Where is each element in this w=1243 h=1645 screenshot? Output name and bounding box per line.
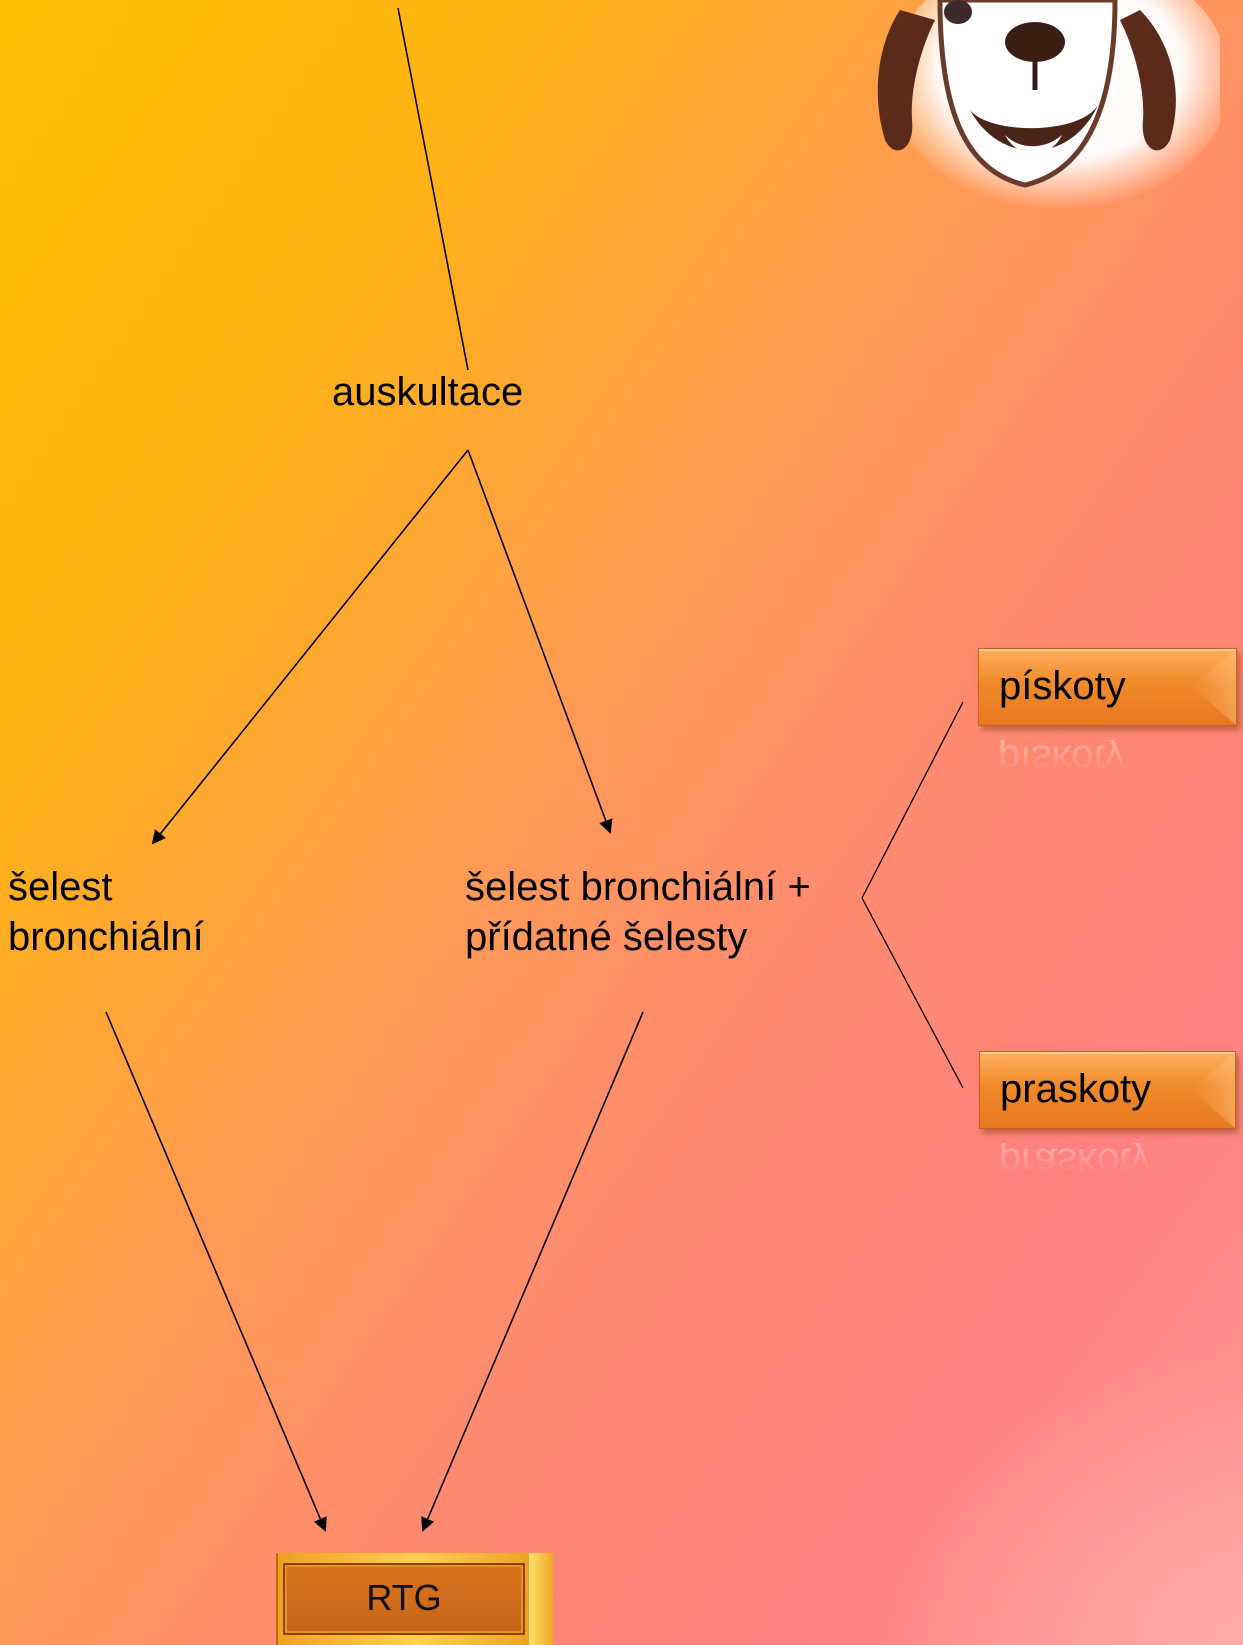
node-piskoty: pískoty — [978, 648, 1237, 726]
node-selest-bronchialni-line2: bronchiální — [8, 915, 204, 959]
node-selest-pridatne-line1: šelest bronchiální + — [465, 865, 811, 909]
edge-auskultace-to-selest-pridatne — [467, 449, 613, 834]
node-auskultace: auskultace — [332, 367, 523, 417]
node-praskoty-reflection-text: praskoty — [999, 1143, 1151, 1183]
node-praskoty-reflection: praskoty — [979, 1143, 1234, 1183]
node-piskoty-reflection-text: pískoty — [998, 740, 1125, 780]
node-auskultace-text: auskultace — [332, 370, 524, 414]
edge-pridatne-to-piskoty — [861, 701, 964, 899]
node-selest-bronchialni-line1: šelest — [8, 865, 113, 909]
node-rtg-plate: RTG — [283, 1563, 525, 1635]
node-piskoty-text: pískoty — [999, 664, 1126, 708]
edge-selest-bronchialni-to-rtg — [105, 1011, 327, 1532]
node-rtg-side-bevel — [529, 1553, 553, 1645]
node-selest-pridatne-line2: přídatné šelesty — [465, 915, 748, 959]
node-piskoty-reflection: pískoty — [978, 740, 1235, 780]
node-rtg-text: RTG — [366, 1577, 442, 1618]
edge-auskultace-to-selest-bronchialni — [151, 449, 469, 845]
node-praskoty-text: praskoty — [1000, 1067, 1152, 1111]
edge-selest-pridatne-to-rtg — [421, 1011, 644, 1532]
edge-pridatne-to-praskoty — [861, 897, 964, 1089]
edge-top-to-auskultace — [397, 7, 469, 371]
node-praskoty: praskoty — [979, 1051, 1236, 1129]
node-selest-pridatne: šelest bronchiální + přídatné šelesty — [465, 862, 811, 962]
dog-face-logo — [877, 0, 1220, 210]
node-selest-bronchialni: šelest bronchiální — [8, 862, 204, 962]
node-rtg: RTG — [278, 1553, 553, 1645]
